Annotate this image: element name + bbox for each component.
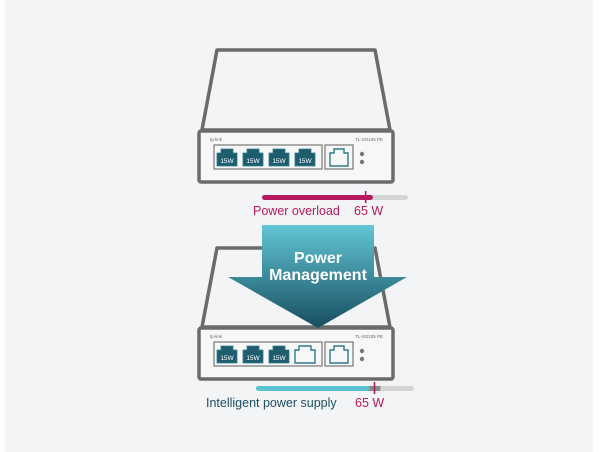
port-wattage-label: 15W <box>298 158 312 165</box>
poe-port-icon <box>216 148 238 167</box>
uplink-port-frame <box>324 144 354 170</box>
arrow-label-line2: Management <box>269 267 367 284</box>
bar-fill-supply <box>256 386 370 391</box>
uplink-port-icon <box>329 148 349 167</box>
supply-label: Intelligent power supply <box>206 396 337 410</box>
poe-port-icon <box>216 345 238 364</box>
poe-port-icon <box>242 148 264 167</box>
overload-limit-value: 65 W <box>354 204 384 218</box>
brand-logo: tp-link <box>210 137 223 142</box>
port-wattage-label: 15W <box>220 158 234 165</box>
model-label: TL-SG105 PE <box>355 137 383 142</box>
limit-marker <box>364 191 367 203</box>
led-icon <box>359 348 365 354</box>
port-wattage-label: 15W <box>272 158 286 165</box>
poe-port-icon <box>294 148 316 167</box>
arrow-down-icon <box>228 225 407 328</box>
port-icon <box>294 345 316 364</box>
power-bar-top <box>262 191 408 203</box>
led-icon <box>359 356 365 362</box>
poe-port-icon <box>242 345 264 364</box>
uplink-port-frame <box>324 341 354 367</box>
port-wattage-label: 15W <box>246 355 260 362</box>
arrow-label-line1: Power <box>294 250 342 267</box>
model-label: TL-SG105 PE <box>355 334 383 339</box>
power-management-arrow: Power Management <box>228 225 407 328</box>
led-icon <box>359 151 365 157</box>
supply-limit-value: 65 W <box>355 396 385 410</box>
port-group <box>213 341 323 367</box>
power-bar-bottom <box>256 382 414 394</box>
bar-fill-overload <box>262 195 373 200</box>
uplink-port-icon <box>329 345 349 364</box>
limit-marker <box>373 382 376 394</box>
port-wattage-label: 15W <box>272 355 286 362</box>
switch-top: tp-link TL-SG105 PE 15W 15W 15W 15W <box>197 48 395 184</box>
port-wattage-label: 15W <box>220 355 234 362</box>
port-wattage-label: 15W <box>246 158 260 165</box>
brand-logo: tp-link <box>210 334 223 339</box>
port-group <box>213 144 323 170</box>
led-icon <box>359 159 365 165</box>
poe-port-icon <box>268 345 290 364</box>
poe-port-icon <box>268 148 290 167</box>
switch-top-lid <box>200 48 392 132</box>
overload-label: Power overload <box>253 204 340 218</box>
